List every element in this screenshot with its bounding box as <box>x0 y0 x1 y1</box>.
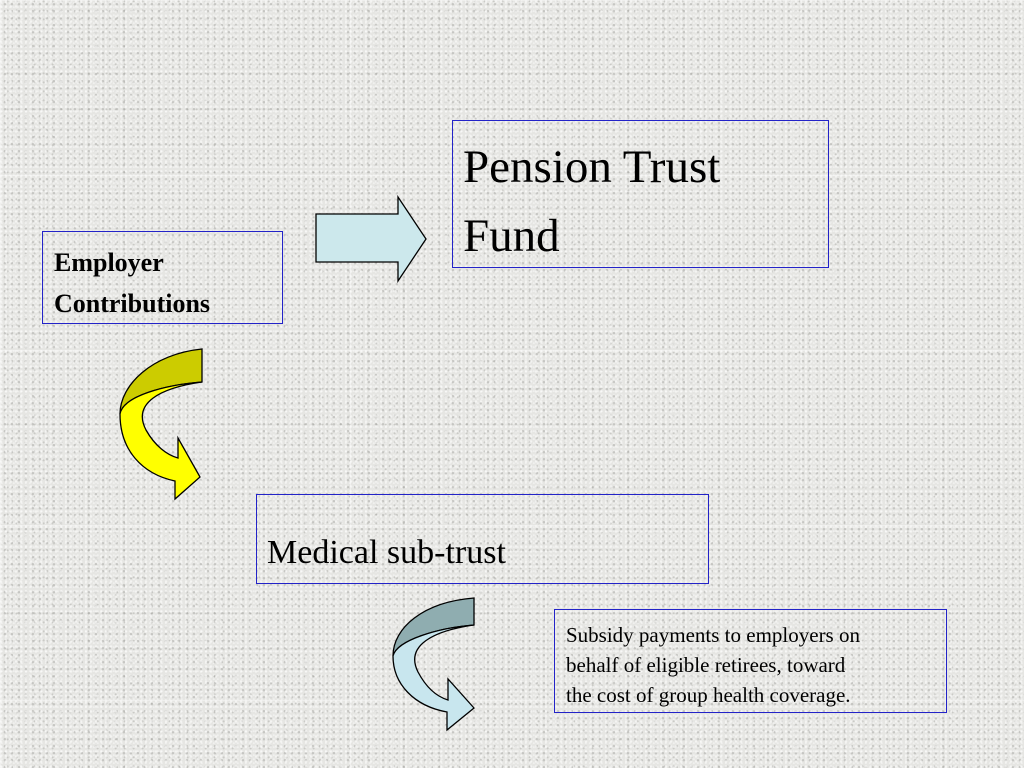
medical-sub-trust-box: Medical sub-trust <box>256 494 709 584</box>
pension-trust-fund-line-1: Pension Trust <box>463 141 721 193</box>
employer-contributions-line-1: Employer <box>54 248 164 277</box>
subsidy-line-3: the cost of group health coverage. <box>566 683 851 707</box>
curved-arrow-blue-front <box>392 624 475 732</box>
subsidy-line-1: Subsidy payments to employers on <box>566 623 860 647</box>
employer-contributions-line-2: Contributions <box>54 289 211 318</box>
pension-trust-fund-box: Pension Trust Fund <box>452 120 829 268</box>
subsidy-line-2: behalf of eligible retirees, toward <box>566 653 846 677</box>
pension-trust-fund-line-2: Fund <box>463 210 560 262</box>
employer-contributions-box: Employer Contributions <box>42 231 283 324</box>
subsidy-payments-box: Subsidy payments to employers on behalf … <box>554 609 947 713</box>
medical-sub-trust-label: Medical sub-trust <box>267 534 506 571</box>
curved-arrow-yellow-front <box>119 381 203 501</box>
block-right-arrow-shape <box>315 194 427 284</box>
